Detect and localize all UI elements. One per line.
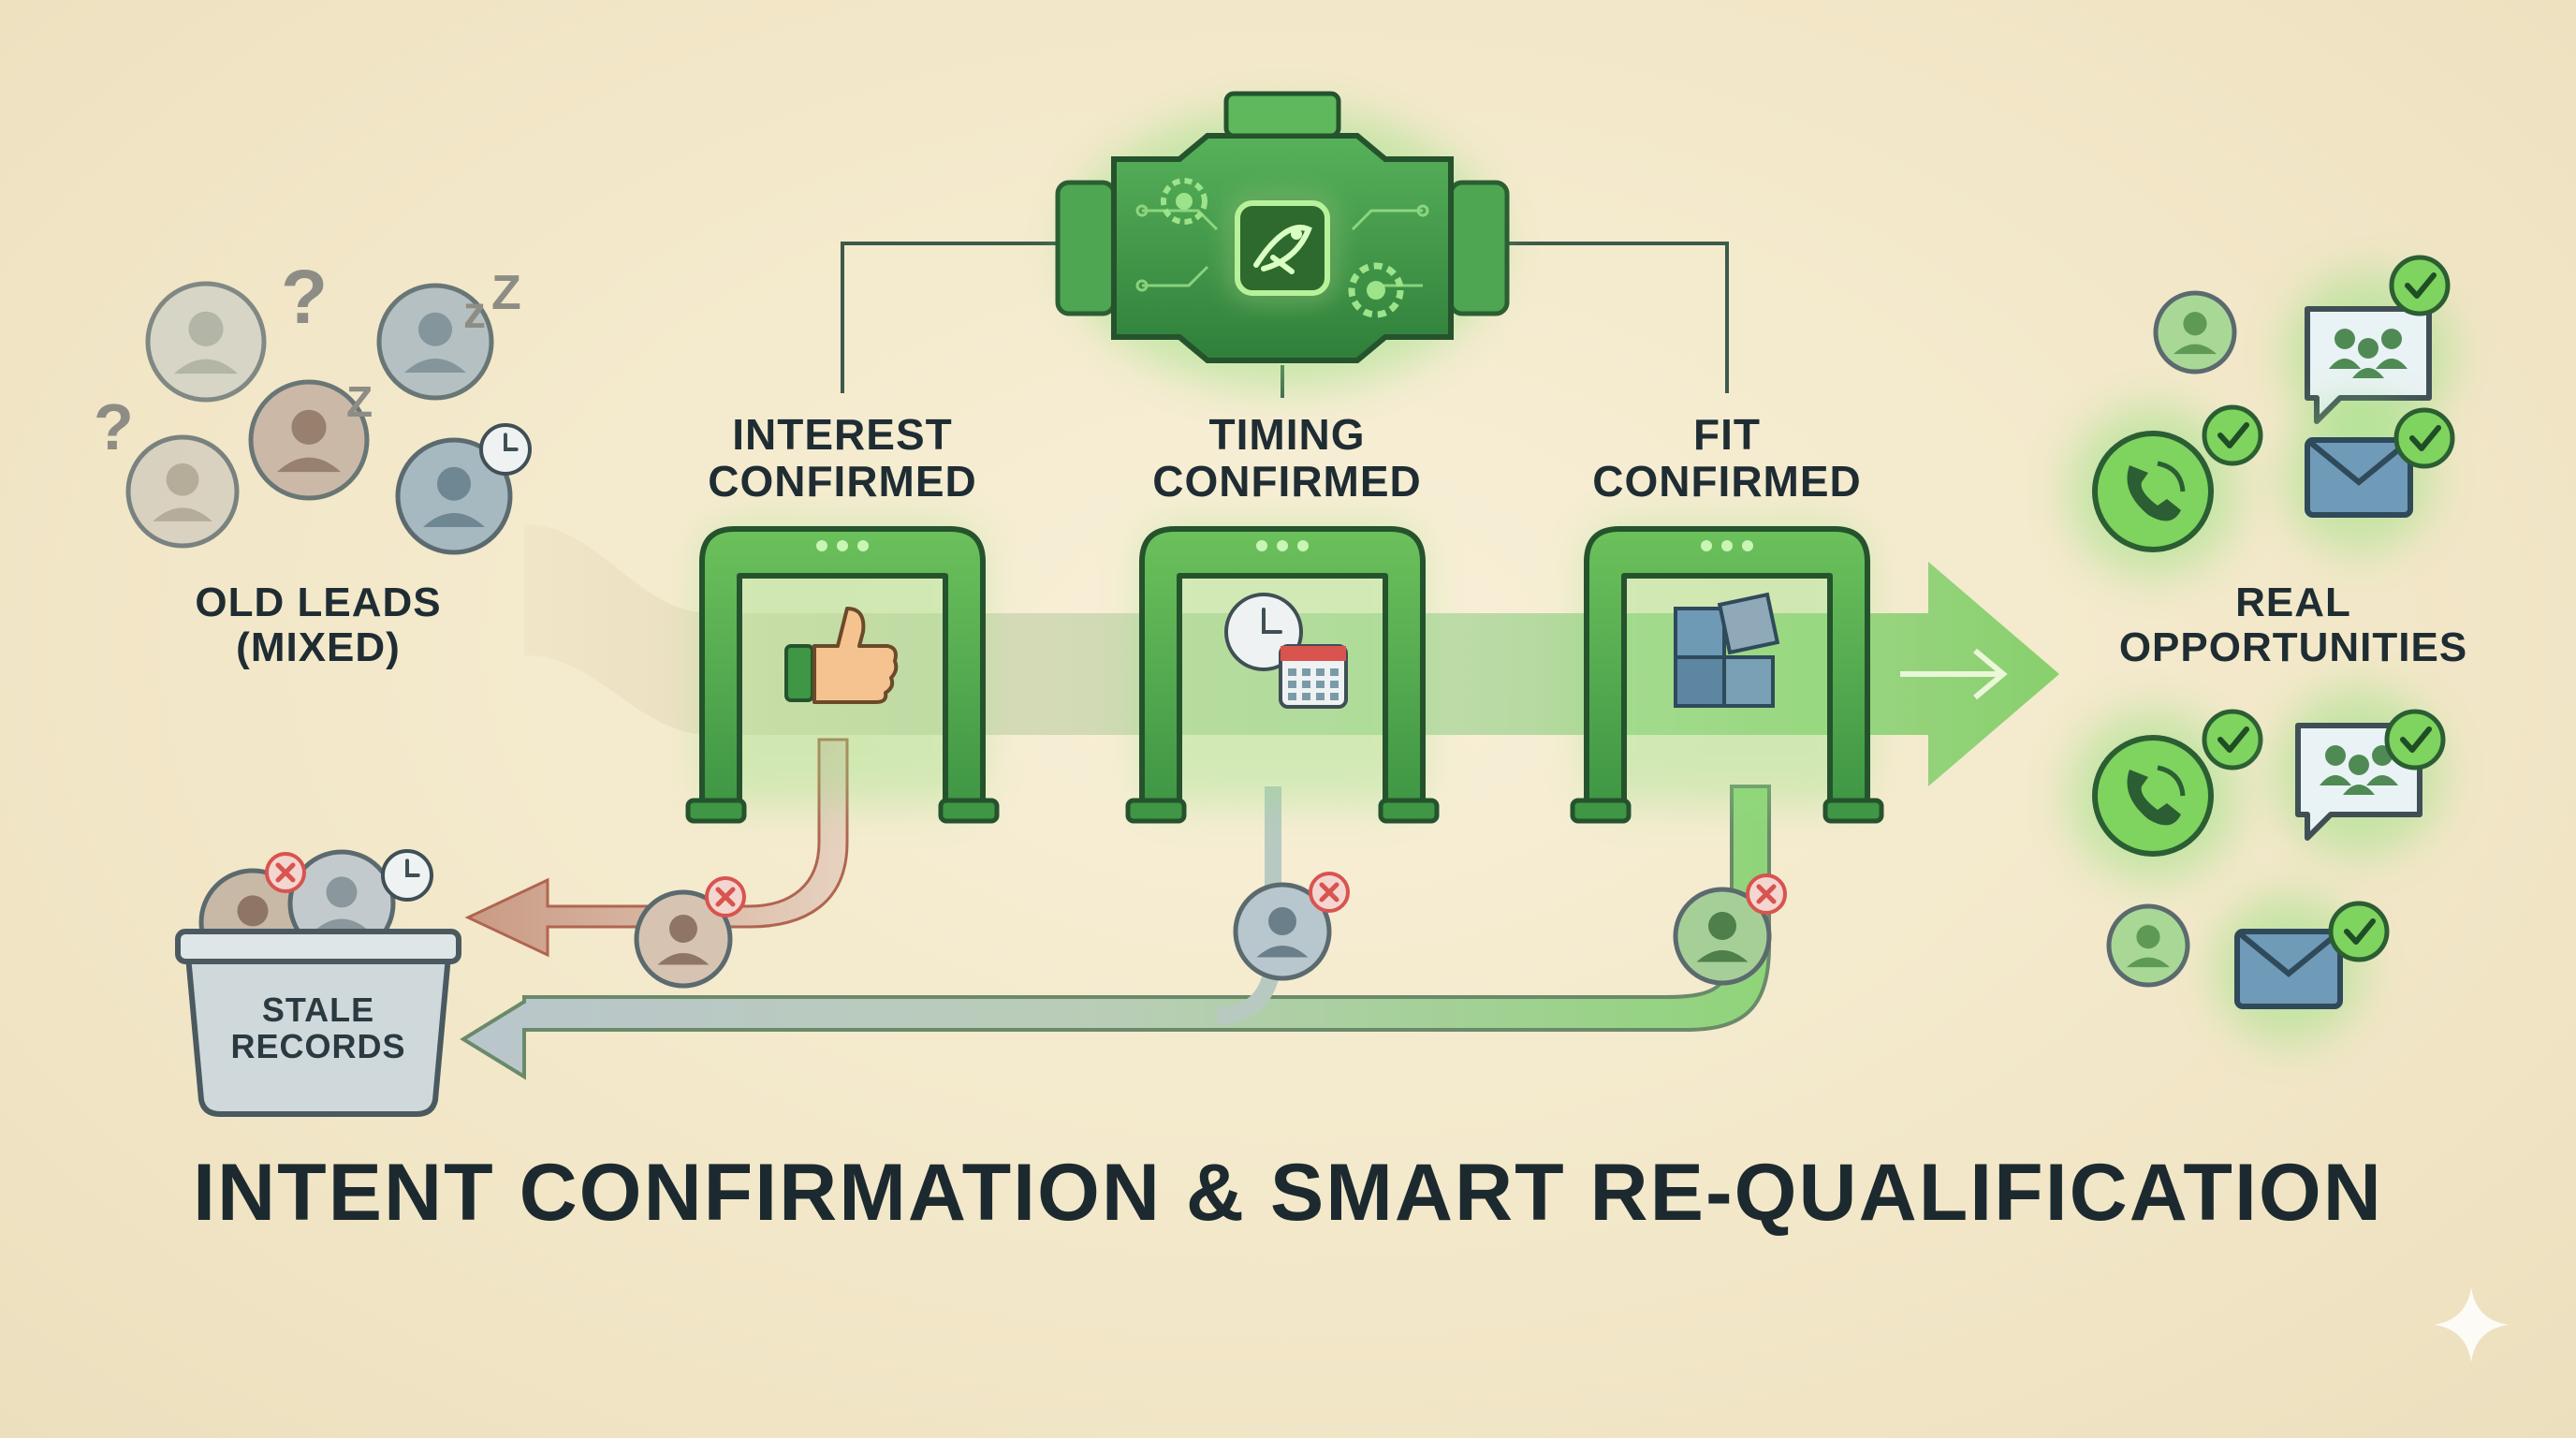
gear-icon bbox=[1348, 262, 1404, 318]
gate-timing-line2: CONFIRMED bbox=[1152, 456, 1422, 506]
old-leads-label-line2: (MIXED) bbox=[236, 624, 401, 670]
lead-avatar-icon bbox=[395, 437, 513, 555]
check-icon bbox=[2393, 407, 2455, 469]
question-mark-icon: ? bbox=[281, 255, 328, 340]
lead-avatar-icon bbox=[125, 434, 240, 549]
gate-fit-label: FIT CONFIRMED bbox=[1530, 410, 1924, 506]
page-title: INTENT CONFIRMATION & SMART RE-QUALIFICA… bbox=[193, 1148, 2383, 1238]
stale-records-label: STALE RECORDS bbox=[197, 990, 440, 1065]
lead-avatar-icon bbox=[145, 281, 267, 403]
reject-x-icon bbox=[705, 876, 746, 917]
ai-engine bbox=[1055, 91, 1510, 389]
sparkle-icon bbox=[2434, 1287, 2509, 1362]
rejected-leads bbox=[634, 872, 1787, 989]
gear-icon bbox=[1161, 178, 1208, 225]
phone-icon bbox=[2092, 735, 2214, 857]
stale-records-line1: STALE bbox=[261, 990, 375, 1029]
gate-interest-label: INTEREST CONFIRMED bbox=[646, 410, 1039, 506]
reject-x-icon bbox=[1746, 873, 1787, 915]
sleep-icon: Z bbox=[346, 377, 373, 426]
old-leads-label-line1: OLD LEADS bbox=[195, 580, 442, 625]
gate-fit-line1: FIT bbox=[1693, 410, 1761, 459]
puzzle-icon bbox=[1674, 592, 1780, 708]
check-icon bbox=[2202, 404, 2263, 466]
real-opportunities-label: REAL OPPORTUNITIES bbox=[2097, 580, 2490, 669]
gate-timing-label: TIMING CONFIRMED bbox=[1090, 410, 1484, 506]
reject-x-icon bbox=[1309, 872, 1350, 913]
sleep-icon: Z bbox=[491, 266, 521, 320]
check-icon bbox=[2202, 709, 2263, 770]
sleep-icon: z bbox=[463, 288, 486, 338]
chat-group-icon bbox=[2305, 306, 2432, 424]
stale-records-bin bbox=[175, 849, 461, 1117]
gate-fit bbox=[1570, 524, 1884, 824]
email-icon bbox=[2234, 929, 2343, 1009]
gate-timing-line1: TIMING bbox=[1208, 410, 1366, 459]
rejected-lead-avatar-icon bbox=[1673, 887, 1772, 986]
rejected-lead-avatar-icon bbox=[1233, 882, 1332, 981]
clock-icon bbox=[381, 849, 433, 902]
opportunity-avatar-icon bbox=[2153, 290, 2237, 374]
ai-engine-bird-icon bbox=[1253, 225, 1312, 274]
gate-interest-line2: CONFIRMED bbox=[708, 456, 977, 506]
gate-interest bbox=[685, 524, 1000, 824]
gate-interest-line1: INTEREST bbox=[732, 410, 953, 459]
check-icon bbox=[2384, 709, 2446, 770]
reject-x-icon bbox=[265, 852, 306, 893]
real-opportunities-cluster bbox=[2067, 255, 2455, 1044]
gate-fit-line2: CONFIRMED bbox=[1592, 456, 1862, 506]
lead-avatar-icon bbox=[376, 283, 494, 401]
gate-timing bbox=[1125, 524, 1440, 824]
email-icon bbox=[2305, 437, 2413, 518]
real-opportunities-line1: REAL bbox=[2235, 580, 2351, 625]
question-mark-icon: ? bbox=[94, 390, 134, 463]
check-icon bbox=[2389, 255, 2451, 316]
stale-records-line2: RECORDS bbox=[230, 1026, 406, 1065]
qualification-gates bbox=[685, 524, 1884, 824]
clock-icon bbox=[479, 423, 532, 476]
rejected-lead-avatar-icon bbox=[634, 889, 733, 989]
opportunity-avatar-icon bbox=[2106, 903, 2190, 988]
real-opportunities-line2: OPPORTUNITIES bbox=[2118, 624, 2468, 670]
clock-calendar-icon bbox=[1224, 593, 1348, 709]
phone-icon bbox=[2092, 431, 2214, 552]
thumbs-up-icon bbox=[784, 607, 899, 704]
old-leads-label: OLD LEADS (MIXED) bbox=[140, 580, 496, 669]
check-icon bbox=[2328, 901, 2390, 962]
lead-avatar-icon bbox=[248, 379, 370, 501]
